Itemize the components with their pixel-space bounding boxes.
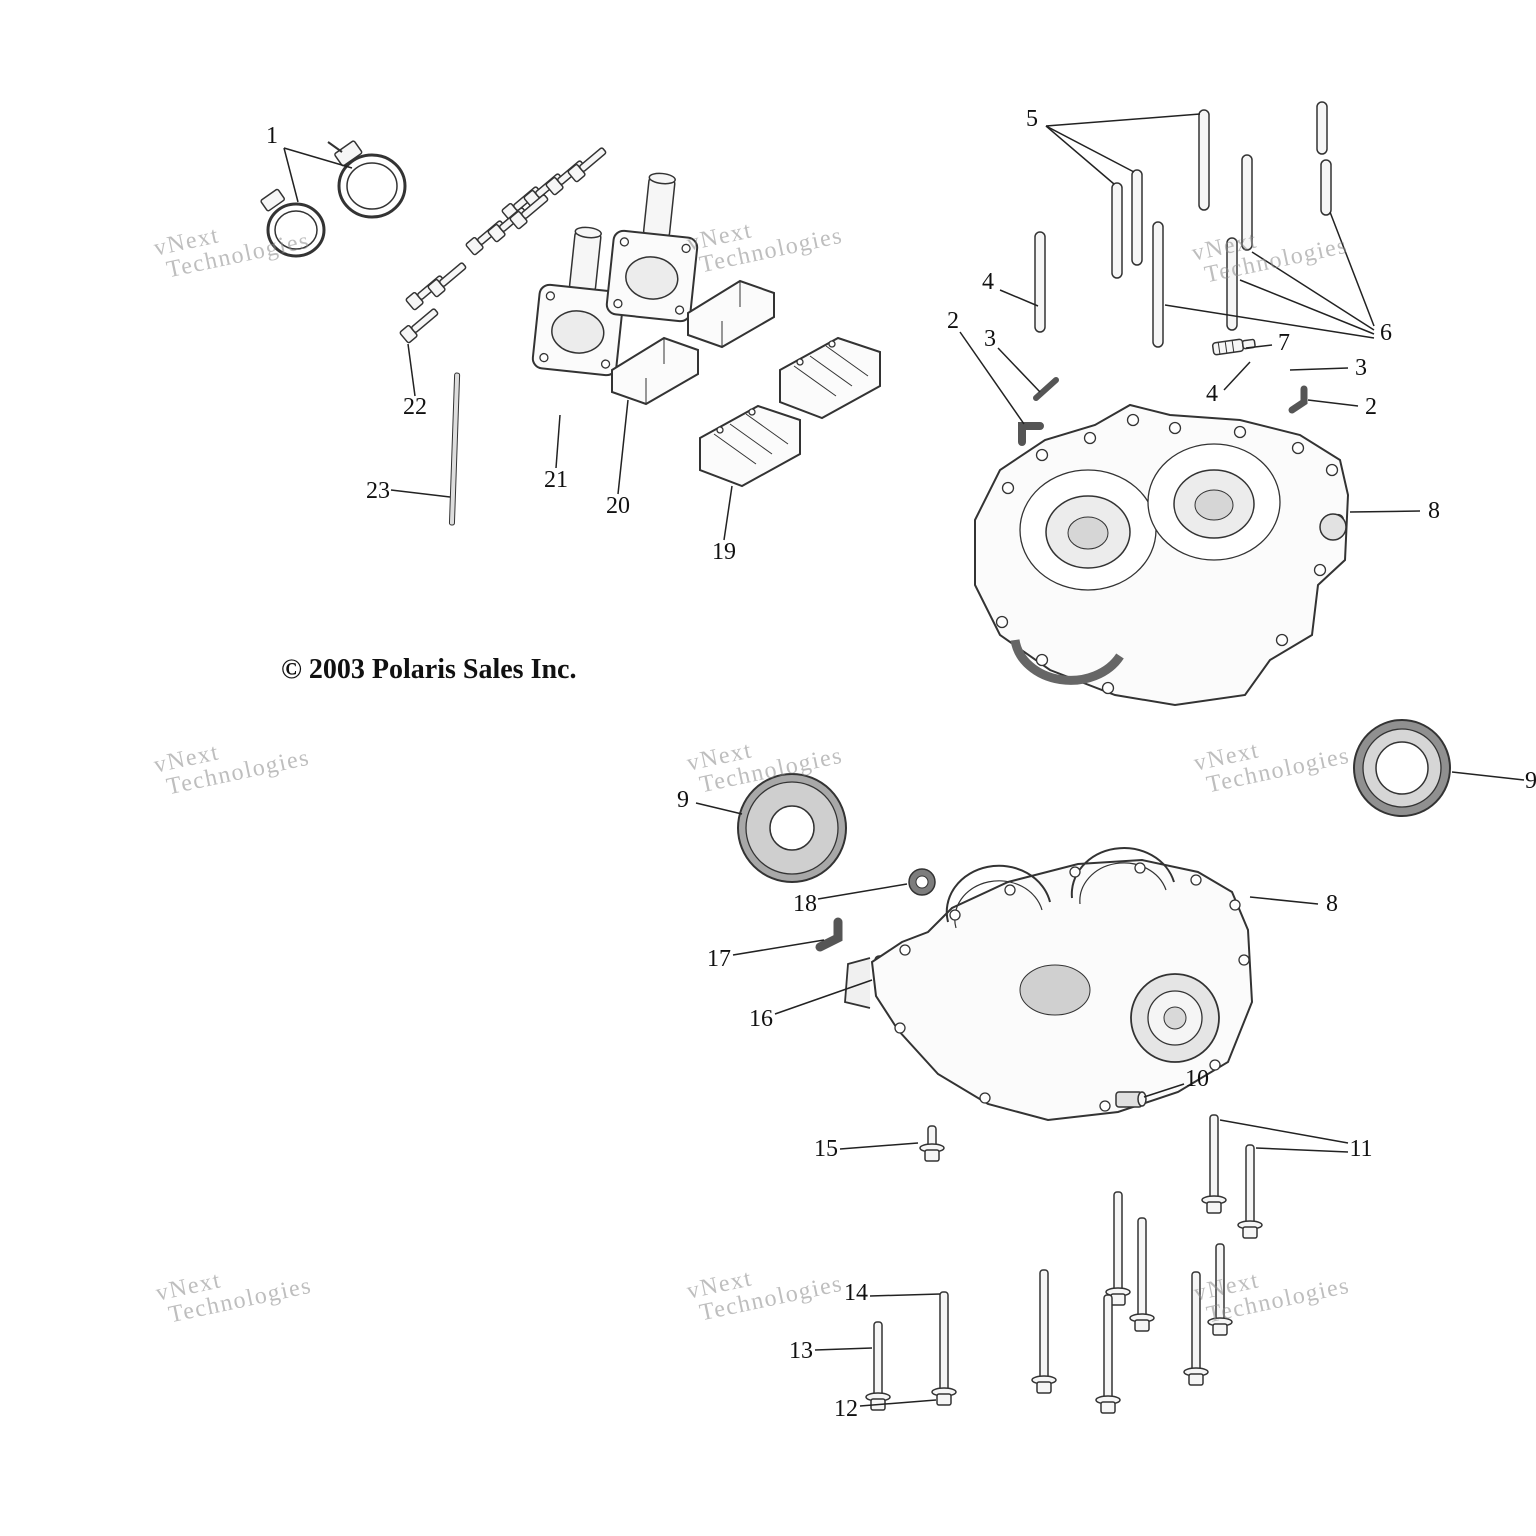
callout-10-22: 10	[1185, 1066, 1209, 1092]
callout-17-19: 17	[707, 946, 731, 972]
callout-9-16: 9	[677, 787, 689, 813]
crank-seals-icon	[737, 719, 1451, 883]
callout-14-25: 14	[844, 1280, 868, 1306]
callout-13-26: 13	[789, 1338, 813, 1364]
callout-18-18: 18	[793, 891, 817, 917]
case-bolts-icon	[865, 1114, 1263, 1414]
callout-22-1: 22	[403, 394, 427, 420]
callout-21-3: 21	[544, 467, 568, 493]
studs-icon	[1034, 101, 1332, 348]
washer-icon	[908, 868, 936, 896]
plug-icon	[1115, 1091, 1147, 1108]
callout-20-4: 20	[606, 493, 630, 519]
reed-valves-icon	[611, 279, 775, 406]
callout-8-21: 8	[1326, 891, 1338, 917]
leader-lines	[283, 113, 1525, 1407]
callout-4-10: 4	[982, 269, 994, 295]
callout-12-27: 12	[834, 1396, 858, 1422]
callout-6-7: 6	[1380, 320, 1392, 346]
callout-1-0: 1	[266, 123, 278, 149]
callout-11-24: 11	[1349, 1136, 1373, 1162]
callout-16-20: 16	[749, 1006, 773, 1032]
callout-23-2: 23	[366, 478, 390, 504]
crankcase-lower-icon	[844, 847, 1254, 1122]
callout-2-8: 2	[947, 308, 959, 334]
elbow-fitting-icon	[815, 917, 843, 952]
callout-4-14: 4	[1206, 381, 1218, 407]
callout-15-23: 15	[814, 1136, 838, 1162]
fittings-icon	[1018, 338, 1308, 446]
gasket-strip-icon	[448, 372, 461, 526]
callout-7-11: 7	[1278, 330, 1290, 356]
crankcase-upper-icon	[974, 403, 1350, 707]
callout-8-15: 8	[1428, 498, 1440, 524]
callout-3-9: 3	[984, 326, 996, 352]
hose-clamps-icon	[260, 140, 407, 258]
reed-cages-icon	[699, 336, 881, 488]
callout-2-13: 2	[1365, 394, 1377, 420]
callout-3-12: 3	[1355, 355, 1367, 381]
callout-19-5: 19	[712, 539, 736, 565]
callout-9-17: 9	[1525, 768, 1536, 794]
reed-plates-icon	[531, 172, 699, 377]
callout-5-6: 5	[1026, 106, 1038, 132]
copyright-text: © 2003 Polaris Sales Inc.	[281, 654, 577, 685]
